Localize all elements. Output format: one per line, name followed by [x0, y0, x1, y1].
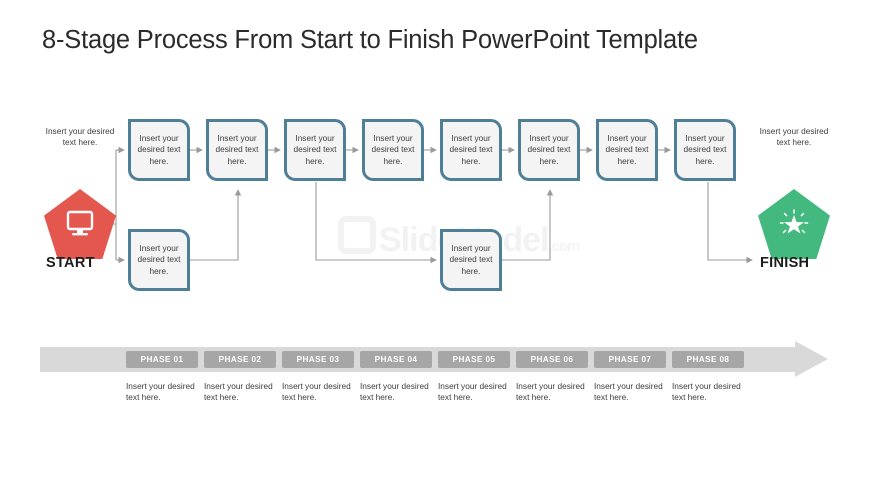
process-box-sub-2[interactable]: Insert your desired text here.: [440, 229, 502, 291]
phase-pill-4[interactable]: PHASE 04: [360, 351, 432, 368]
phase-pill-3-label: PHASE 03: [296, 355, 340, 364]
phase-pill-2[interactable]: PHASE 02: [204, 351, 276, 368]
process-box-1[interactable]: Insert your desired text here.: [128, 119, 190, 181]
process-box-4[interactable]: Insert your desired text here.: [362, 119, 424, 181]
process-box-8[interactable]: Insert your desired text here.: [674, 119, 736, 181]
phase-pill-1[interactable]: PHASE 01: [126, 351, 198, 368]
process-box-sub-2-text: Insert your desired text here.: [449, 243, 493, 276]
process-box-7[interactable]: Insert your desired text here.: [596, 119, 658, 181]
process-box-5[interactable]: Insert your desired text here.: [440, 119, 502, 181]
phase-pill-7-label: PHASE 07: [608, 355, 652, 364]
process-box-6-text: Insert your desired text here.: [527, 133, 571, 166]
process-box-8-text: Insert your desired text here.: [683, 133, 727, 166]
process-box-3-text: Insert your desired text here.: [293, 133, 337, 166]
phase-pill-6[interactable]: PHASE 06: [516, 351, 588, 368]
process-box-4-text: Insert your desired text here.: [371, 133, 415, 166]
phase-text-2: Insert your desired text here.: [204, 381, 273, 403]
monitor-icon: [66, 210, 94, 236]
phase-pill-7[interactable]: PHASE 07: [594, 351, 666, 368]
process-box-5-text: Insert your desired text here.: [449, 133, 493, 166]
phase-pill-8[interactable]: PHASE 08: [672, 351, 744, 368]
phase-pill-6-label: PHASE 06: [530, 355, 574, 364]
start-caption: Insert your desired text here.: [45, 126, 115, 148]
phase-text-8: Insert your desired text here.: [672, 381, 741, 403]
phase-pill-5-label: PHASE 05: [452, 355, 496, 364]
finish-label: FINISH: [760, 255, 810, 271]
start-label: START: [46, 255, 95, 271]
phase-bar-arrow-tip: [795, 341, 828, 377]
phase-pill-8-label: PHASE 08: [686, 355, 730, 364]
phase-pill-4-label: PHASE 04: [374, 355, 418, 364]
process-box-7-text: Insert your desired text here.: [605, 133, 649, 166]
page-title: 8-Stage Process From Start to Finish Pow…: [42, 26, 698, 54]
phase-pill-3[interactable]: PHASE 03: [282, 351, 354, 368]
phase-text-1: Insert your desired text here.: [126, 381, 195, 403]
phase-text-4: Insert your desired text here.: [360, 381, 429, 403]
watermark-suffix: .com: [548, 238, 580, 255]
process-box-6[interactable]: Insert your desired text here.: [518, 119, 580, 181]
phase-pill-2-label: PHASE 02: [218, 355, 262, 364]
phase-pill-5[interactable]: PHASE 05: [438, 351, 510, 368]
watermark-ring-icon: [338, 216, 376, 254]
process-box-2[interactable]: Insert your desired text here.: [206, 119, 268, 181]
phase-pill-1-label: PHASE 01: [140, 355, 184, 364]
phase-text-7: Insert your desired text here.: [594, 381, 663, 403]
process-box-sub-1[interactable]: Insert your desired text here.: [128, 229, 190, 291]
sparkle-star-icon: [779, 209, 809, 234]
phase-text-3: Insert your desired text here.: [282, 381, 351, 403]
process-box-2-text: Insert your desired text here.: [215, 133, 259, 166]
process-box-sub-1-text: Insert your desired text here.: [137, 243, 181, 276]
phase-text-6: Insert your desired text here.: [516, 381, 585, 403]
phase-text-5: Insert your desired text here.: [438, 381, 507, 403]
process-box-3[interactable]: Insert your desired text here.: [284, 119, 346, 181]
finish-caption: Insert your desired text here.: [759, 126, 829, 148]
process-box-1-text: Insert your desired text here.: [137, 133, 181, 166]
